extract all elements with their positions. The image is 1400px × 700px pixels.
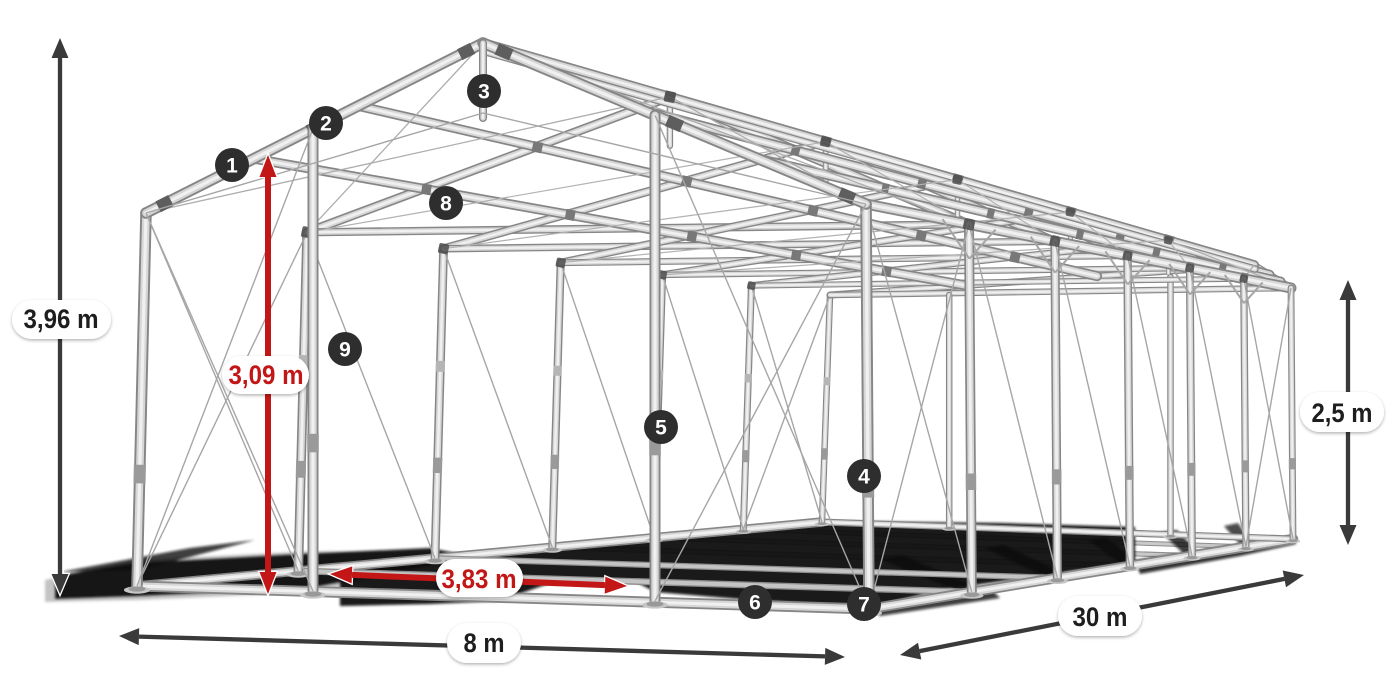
svg-text:30 m: 30 m xyxy=(1073,602,1128,632)
svg-text:3: 3 xyxy=(478,81,490,104)
svg-text:8 m: 8 m xyxy=(464,628,505,658)
svg-text:3,09 m: 3,09 m xyxy=(229,360,304,390)
svg-text:5: 5 xyxy=(655,417,667,440)
svg-text:9: 9 xyxy=(339,339,351,362)
svg-text:6: 6 xyxy=(749,592,761,615)
svg-text:1: 1 xyxy=(226,155,238,178)
svg-text:2: 2 xyxy=(320,113,332,136)
svg-text:4: 4 xyxy=(858,466,870,489)
svg-text:7: 7 xyxy=(858,594,870,617)
svg-text:8: 8 xyxy=(440,193,452,216)
svg-text:3,96 m: 3,96 m xyxy=(24,304,99,334)
svg-text:2,5 m: 2,5 m xyxy=(1312,398,1373,428)
svg-text:3,83 m: 3,83 m xyxy=(442,564,517,594)
